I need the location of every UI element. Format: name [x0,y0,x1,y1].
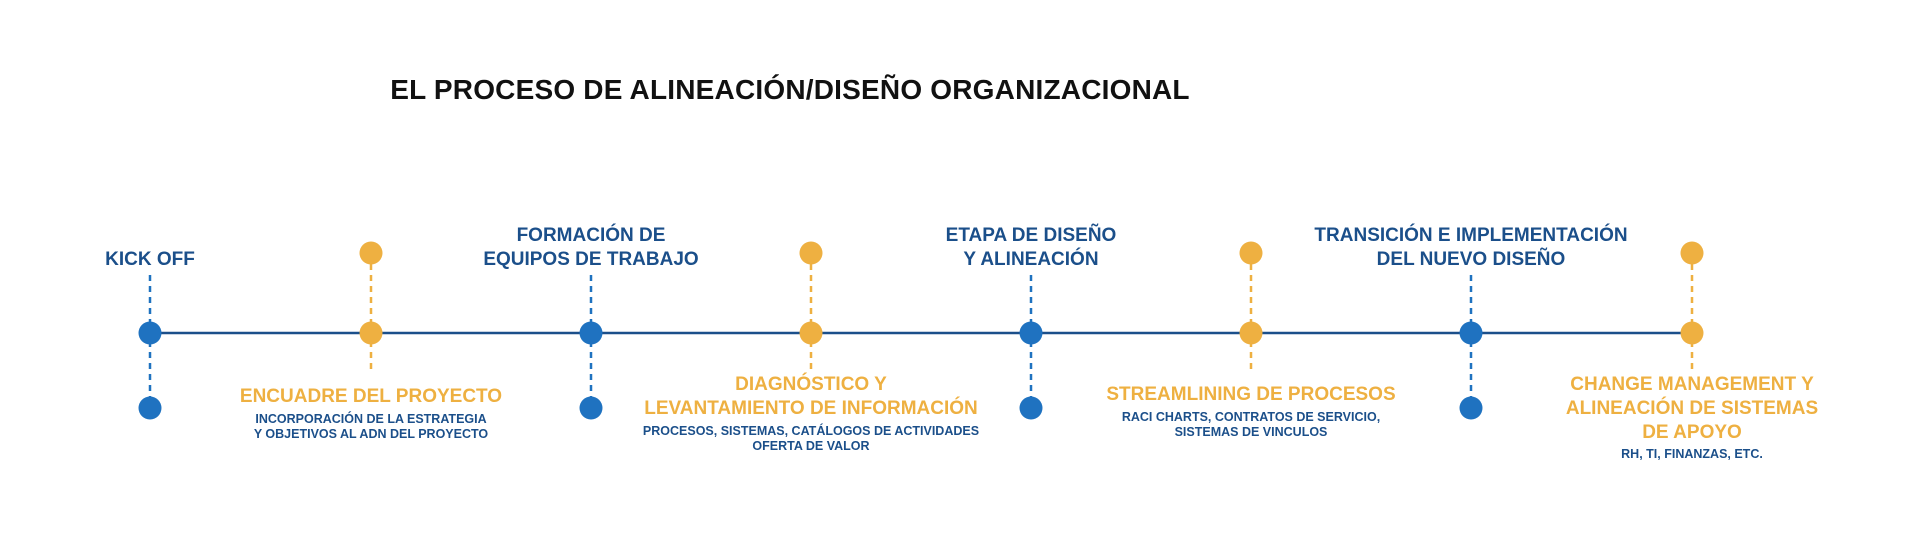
stage-subtitle-line: RH, TI, FINANZAS, ETC. [1621,447,1763,462]
end-dot-orange [359,241,383,265]
stage-subtitle-line: RACI CHARTS, CONTRATOS DE SERVICIO, [1121,409,1381,424]
stage-subtitle: RH, TI, FINANZAS, ETC. [1566,447,1818,463]
stage-title-line: EQUIPOS DE TRABAJO [483,248,699,270]
stage-label-1: KICK OFF [105,248,195,272]
stage-title-line: ALINEACIÓN DE SISTEMAS [1565,397,1819,419]
stage-subtitle: PROCESOS, SISTEMAS, CATÁLOGOS DE ACTIVID… [643,424,979,455]
stage-title-line: CHANGE MANAGEMENT Y [1570,374,1814,395]
stage-title-line: STREAMLINING DE PROCESOS [1106,384,1396,405]
stage-subtitle-line: PROCESOS, SISTEMAS, CATÁLOGOS DE ACTIVID… [642,423,980,438]
stage-title-line: FORMACIÓN DE [516,225,666,246]
end-dot-blue [138,396,162,420]
stage-label-2: ENCUADRE DEL PROYECTO INCORPORACIÓN DE LA… [240,385,502,443]
stage-label-6: STREAMLINING DE PROCESOS RACI CHARTS, CON… [1106,383,1395,441]
stage-title: ENCUADRE DEL PROYECTO [240,385,502,409]
milestone-dot-blue [1459,321,1483,345]
milestone-dot-orange [359,321,383,345]
milestone-dot-orange [799,321,823,345]
stage-title-line: LEVANTAMIENTO DE INFORMACIÓN [644,397,978,419]
stage-title-line: KICK OFF [105,249,195,270]
stage-title-line: DIAGNÓSTICO Y [735,374,887,395]
stage-title-line: ENCUADRE DEL PROYECTO [239,386,503,407]
milestone-dot-blue [138,321,162,345]
end-dot-blue [1459,396,1483,420]
stage-title: KICK OFF [105,248,195,272]
end-dot-orange [1680,241,1704,265]
end-dot-orange [1239,241,1263,265]
milestone-dot-blue [1019,321,1043,345]
milestone-dot-blue [579,321,603,345]
milestone-dot-orange [1680,321,1704,345]
end-dot-orange [799,241,823,265]
stage-title-line: TRANSICIÓN E IMPLEMENTACIÓN [1314,225,1628,246]
stage-subtitle-line: OFERTA DE VALOR [752,439,870,454]
stage-title: STREAMLINING DE PROCESOS [1106,383,1395,407]
stage-title-line: DE APOYO [1642,421,1742,443]
stage-title-line: Y ALINEACIÓN [963,248,1099,270]
stage-subtitle-line: Y OBJETIVOS AL ADN DEL PROYECTO [253,427,489,442]
end-dot-blue [579,396,603,420]
page-title: EL PROCESO DE ALINEACIÓN/DISEÑO ORGANIZA… [390,74,1190,105]
stage-title-line: DEL NUEVO DISEÑO [1376,248,1566,270]
stage-title-line: ETAPA DE DISEÑO [945,225,1117,246]
end-dot-blue [1019,396,1043,420]
stage-subtitle: RACI CHARTS, CONTRATOS DE SERVICIO,SISTE… [1106,410,1395,441]
stage-subtitle-line: INCORPORACIÓN DE LA ESTRATEGIA [255,411,487,426]
milestone-dot-orange [1239,321,1263,345]
stage-subtitle-line: SISTEMAS DE VINCULOS [1174,425,1328,440]
